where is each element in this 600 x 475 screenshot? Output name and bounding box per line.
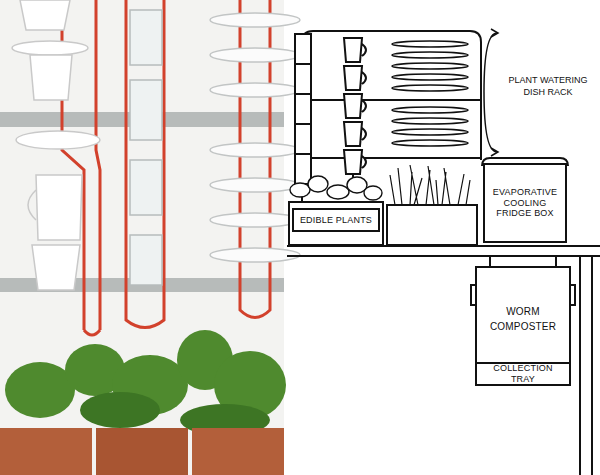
box-text: EVAPORATIVE COOLING FRIDGE BOX — [488, 187, 562, 219]
callout-label: PLANT WATERING DISH RACK — [501, 74, 595, 98]
box-text: EDIBLE PLANTS — [300, 215, 372, 226]
label-box: EDIBLE PLANTS — [292, 208, 380, 232]
text-stack: EVAPORATIVE COOLING FRIDGE BOX — [488, 187, 562, 219]
label-box: WORM COMPOSTER COLLECTION TRAY — [475, 266, 571, 386]
tray-band: COLLECTION TRAY — [477, 362, 569, 384]
box-text: COLLECTION TRAY — [480, 363, 566, 385]
text-stack: COLLECTION TRAY — [480, 363, 566, 385]
box-text: WORM COMPOSTER — [483, 304, 563, 334]
label-box: EVAPORATIVE COOLING FRIDGE BOX — [483, 163, 567, 243]
text-stack: EDIBLE PLANTS — [300, 215, 372, 226]
text-stack: WORM COMPOSTER — [483, 304, 563, 334]
